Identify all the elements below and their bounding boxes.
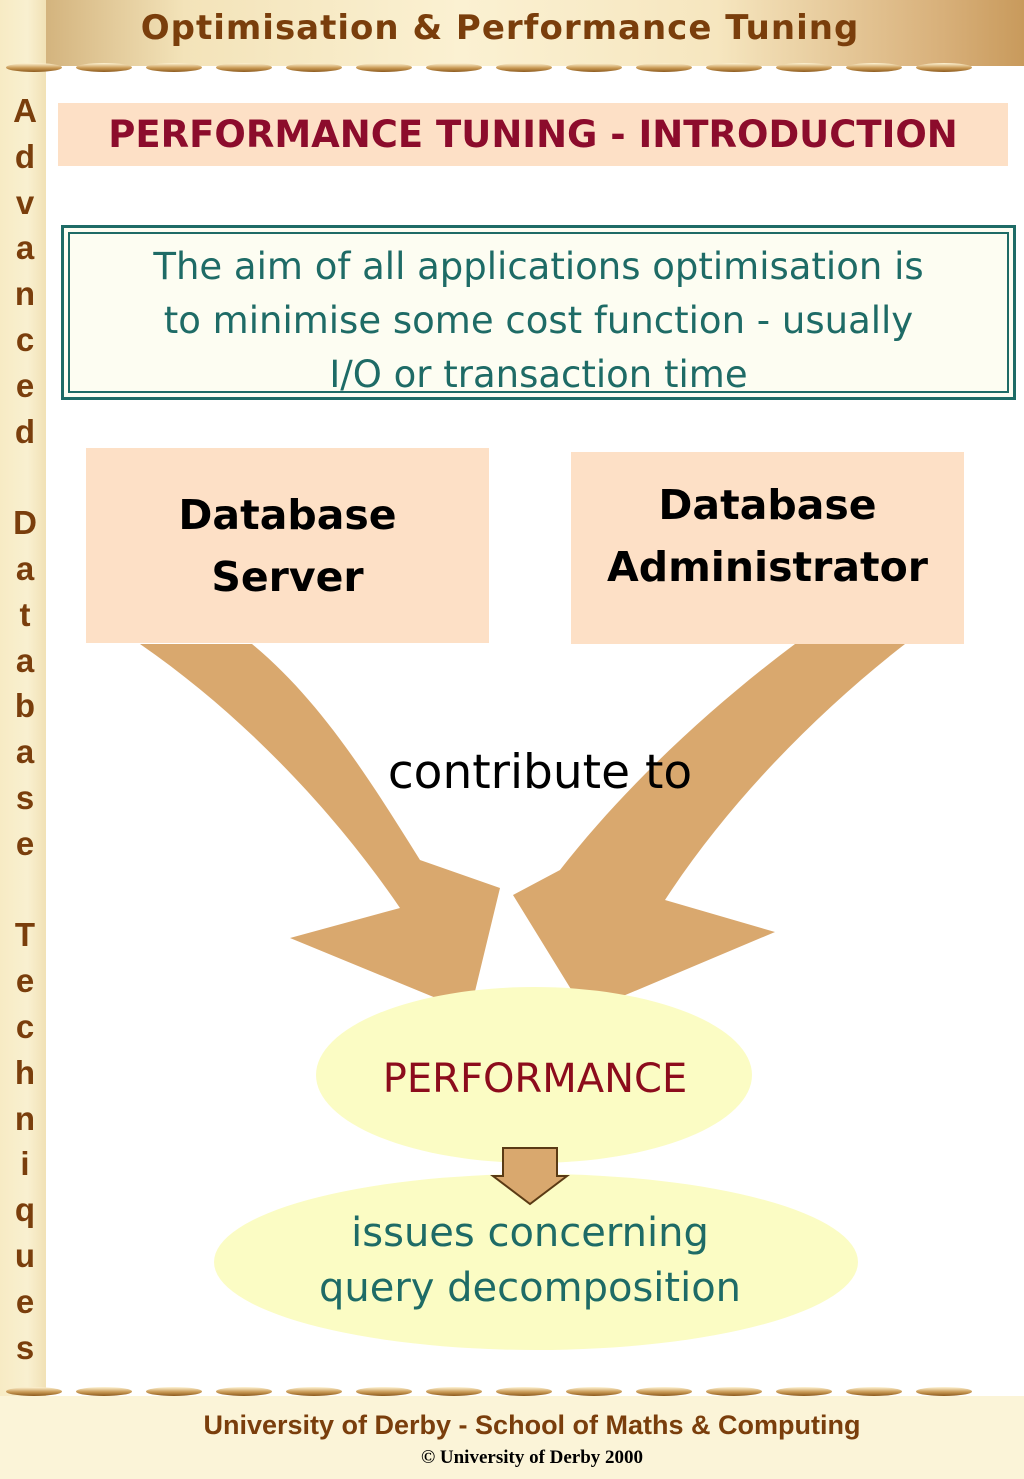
- arrow-label: contribute to: [387, 745, 693, 800]
- top-banner: [0, 0, 1024, 66]
- section-heading: PERFORMANCE TUNING - INTRODUCTION: [58, 103, 1008, 166]
- top-dash-divider: [0, 60, 1024, 76]
- vertical-course-title: A d v a n c e d D a t a b a s e T e c h …: [13, 92, 37, 1366]
- aim-box-inner-border: [68, 232, 1009, 393]
- left-banner: [0, 0, 46, 1479]
- performance-label: PERFORMANCE: [382, 1056, 688, 1102]
- left-curved-arrow: [140, 644, 500, 1012]
- right-curved-arrow: [513, 644, 905, 1012]
- database-administrator-box: Database Administrator: [571, 452, 964, 644]
- performance-ellipse: [316, 987, 752, 1163]
- bottom-dash-divider: [0, 1384, 1024, 1400]
- bottom-banner: [0, 1396, 1024, 1479]
- aim-statement-text: The aim of all applications optimisation…: [153, 245, 924, 396]
- database-server-box: Database Server: [86, 448, 489, 643]
- slide-series-title: Optimisation & Performance Tuning: [140, 8, 860, 48]
- footer-institution: University of Derby - School of Maths & …: [203, 1410, 861, 1440]
- down-arrow-icon: [490, 1147, 570, 1206]
- footer-copyright: © University of Derby 2000: [420, 1447, 644, 1468]
- aim-statement-box: The aim of all applications optimisation…: [61, 225, 1016, 400]
- issues-ellipse: [214, 1174, 858, 1350]
- issues-label: issues concerning query decomposition: [318, 1210, 742, 1311]
